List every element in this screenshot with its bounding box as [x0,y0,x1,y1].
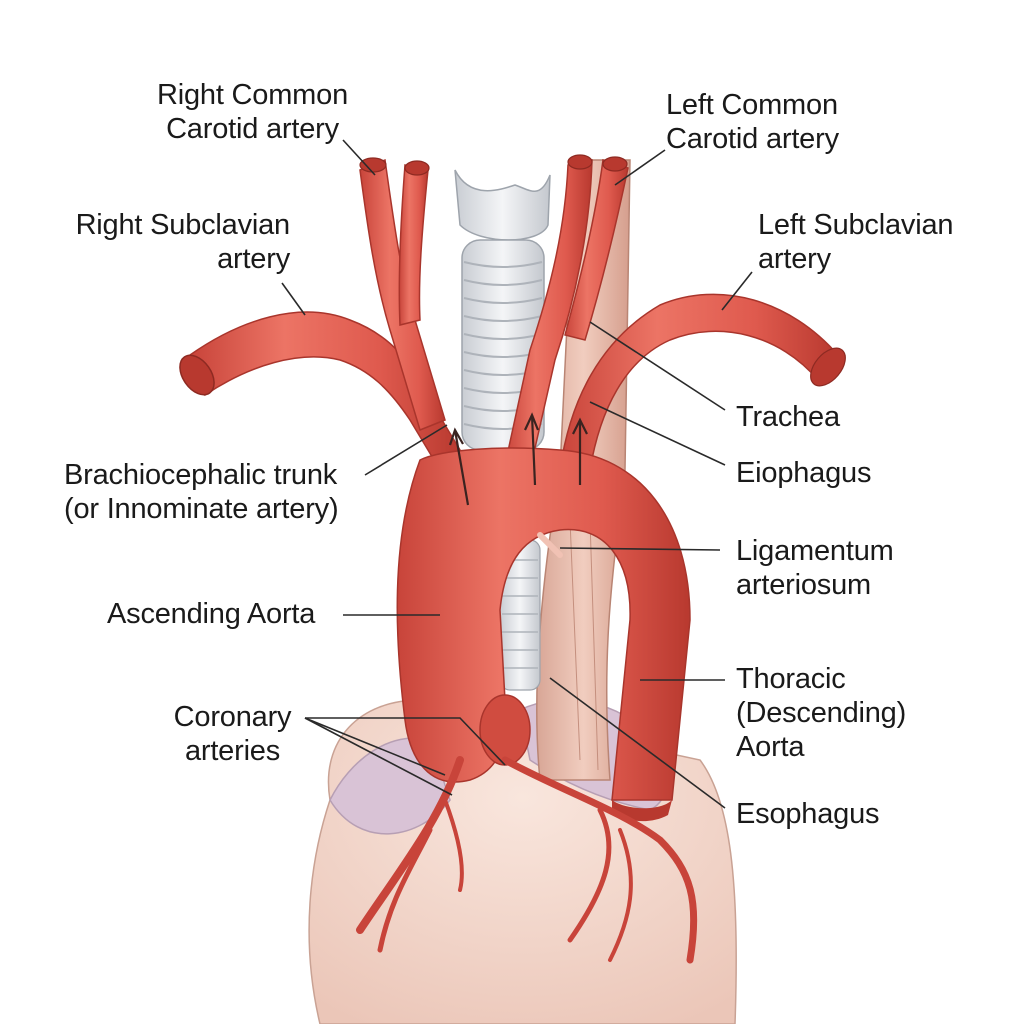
label-line: Thoracic [736,663,846,695]
label-line: Right Common [157,79,348,111]
label-right-subclavian: Right Subclavian artery [40,208,291,276]
right-subclavian-opening [179,354,215,396]
leader-lines [281,139,753,809]
label-line: artery [217,243,290,275]
label-thoracic-aorta: Thoracic (Descending) Aorta [736,662,906,764]
flow-arrows [448,412,588,506]
label-ligamentum-arteriosum: Ligamentum arteriosum [736,534,894,602]
label-left-subclavian: Left Subclavian artery [758,208,954,276]
label-line: Brachiocephalic trunk [64,459,338,491]
label-line: Eiophagus [736,457,872,489]
label-line: Left Subclavian [758,209,954,241]
label-line: arteries [184,735,281,767]
label-line: Esophagus [736,798,880,830]
label-left-common-carotid: Left Common Carotid artery [666,88,839,156]
label-line: Left Common [666,89,838,121]
label-line: Carotid artery [166,113,339,145]
label-brachiocephalic-trunk: Brachiocephalic trunk (or Innominate art… [64,458,339,526]
label-line: Trachea [736,401,840,433]
aortic-root [479,694,531,766]
label-line: Aorta [736,731,805,763]
label-line: Ascending Aorta [107,598,316,630]
label-coronary-arteries: Coronary arteries [160,700,305,768]
label-line: Ligamentum [736,535,894,567]
aortic-arch [396,447,691,801]
label-esophagus: Esophagus [736,797,880,831]
label-line: Carotid artery [666,123,839,155]
right-subclavian-artery [189,311,461,472]
ligamentum-arteriosum [537,532,563,558]
coronary-arteries [356,756,698,964]
label-line: (or Innominate artery) [64,493,339,525]
label-eiophagus: Eiophagus [736,456,871,490]
label-line: Coronary [173,701,292,733]
larynx [454,169,551,241]
label-line: Right Subclavian [75,209,291,241]
label-ascending-aorta: Ascending Aorta [107,597,315,631]
label-right-common-carotid: Right Common Carotid artery [140,78,365,146]
arteries [179,154,846,964]
label-trachea: Trachea [736,400,840,434]
label-line: (Descending) [736,697,907,729]
label-line: artery [758,243,831,275]
left-common-carotid-artery [504,159,593,471]
label-line: arteriosum [736,569,871,601]
